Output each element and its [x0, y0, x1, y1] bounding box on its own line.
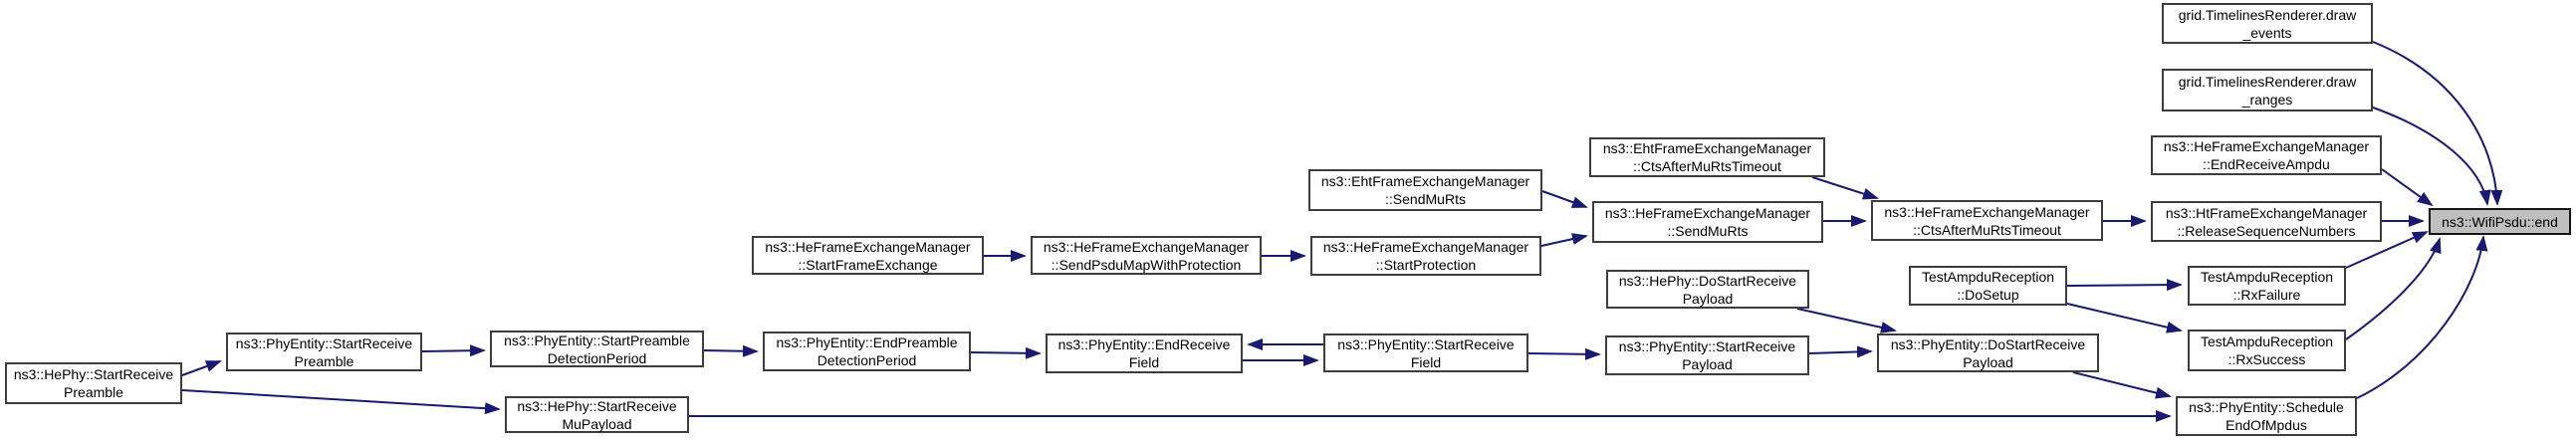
node-label: ::DoSetup — [1957, 287, 2019, 303]
node-label: ns3::PhyEntity::StartPreamble — [504, 332, 690, 348]
node-test-ampdu-reception-do-setup[interactable]: TestAmpduReception::DoSetup — [1909, 266, 2067, 306]
node-label: ::CtsAfterMuRtsTimeout — [1913, 221, 2061, 238]
node-label: ns3::HtFrameExchangeManager — [2165, 204, 2368, 221]
edge-group — [181, 41, 2503, 422]
node-label: TestAmpduReception — [1921, 269, 2055, 285]
node-label: _ranges — [2241, 91, 2293, 108]
node-label: ::SendPsduMapWithProtection — [1051, 256, 1242, 273]
edge-test-ampdu-reception-do-setup-to-test-ampdu-reception-rx-failure — [2066, 279, 2183, 292]
edge-phyentity-do-start-receive-payload-to-phyentity-schedule-end-of-mpdus — [2072, 371, 2172, 399]
node-label: Preamble — [294, 352, 354, 369]
node-label: ns3::HePhy::DoStartReceive — [1618, 272, 1797, 289]
node-label: ns3::PhyEntity::Schedule — [2189, 399, 2344, 415]
node-label: EndOfMpdus — [2225, 417, 2307, 433]
node-label: Field — [1410, 353, 1442, 370]
node-label: ns3::HeFrameExchangeManager — [1322, 239, 1529, 255]
node-ehtfem-send-mu-rts[interactable]: ns3::EhtFrameExchangeManager::SendMuRts — [1308, 169, 1542, 211]
edge-hephy-start-receive-preamble-to-phyentity-start-receive-preamble — [181, 360, 222, 376]
node-label: ns3::PhyEntity::StartReceive — [1337, 335, 1515, 352]
node-htfem-release-sequence-numbers[interactable]: ns3::HtFrameExchangeManager::ReleaseSequ… — [2151, 201, 2382, 242]
node-hefem-send-psdu-map-with-protection[interactable]: ns3::HeFrameExchangeManager::SendPsduMap… — [1031, 236, 1262, 275]
node-label: ::RxFailure — [2232, 287, 2301, 303]
node-label: ns3::HeFrameExchangeManager — [1043, 238, 1250, 255]
edge-grid-timelines-renderer-draw-ranges-to-wifi-psdu-end — [2372, 107, 2491, 206]
node-label: ns3::PhyEntity::StartReceive — [1618, 338, 1796, 354]
node-label: ::StartProtection — [1375, 257, 1477, 273]
node-label: Payload — [1682, 356, 1733, 372]
edge-hefem-end-receive-ampdu-to-wifi-psdu-end — [2381, 168, 2434, 207]
node-grid-timelines-renderer-draw-events[interactable]: grid.TimelinesRenderer.draw_events — [2162, 3, 2373, 44]
node-label: ns3::HeFrameExchangeManager — [1884, 203, 2090, 220]
node-label: Preamble — [64, 384, 123, 400]
node-label: Payload — [1682, 290, 1734, 307]
edge-test-ampdu-reception-do-setup-to-test-ampdu-reception-rx-success — [2066, 303, 2183, 333]
node-test-ampdu-reception-rx-success[interactable]: TestAmpduReception::RxSuccess — [2188, 330, 2346, 371]
edge-phyentity-end-preamble-detection-period-to-phyentity-end-receive-field — [970, 346, 1042, 359]
node-label: TestAmpduReception — [2200, 333, 2334, 349]
node-hefem-start-protection[interactable]: ns3::HeFrameExchangeManager::StartProtec… — [1310, 236, 1541, 276]
node-label: ns3::HePhy::StartReceive — [13, 366, 174, 382]
node-label: ::EndReceiveAmpdu — [2203, 156, 2330, 172]
node-label: ns3::PhyEntity::EndReceive — [1057, 336, 1231, 352]
edge-hefem-start-protection-to-hefem-send-mu-rts — [1540, 233, 1588, 247]
edge-ehtfem-send-mu-rts-to-hefem-send-mu-rts — [1541, 190, 1588, 208]
node-label: ::StartFrameExchange — [798, 256, 938, 273]
edge-hephy-do-start-receive-payload-to-phyentity-do-start-receive-payload — [1796, 308, 1897, 333]
node-label: ns3::HeFrameExchangeManager — [1604, 205, 1811, 221]
node-wifi-psdu-end: ns3::WifiPsdu::end — [2429, 208, 2571, 235]
node-label: MuPayload — [562, 415, 632, 432]
node-label: ::RxSuccess — [2227, 351, 2306, 367]
node-label: DetectionPeriod — [547, 349, 647, 366]
node-label: ::SendMuRts — [1667, 223, 1749, 239]
edge-hephy-start-receive-preamble-to-hephy-start-receive-mu-payload — [181, 389, 501, 415]
node-label: ns3::PhyEntity::DoStartReceive — [1890, 335, 2086, 352]
node-label: ns3::PhyEntity::StartReceive — [235, 334, 413, 351]
node-label: ::CtsAfterMuRtsTimeout — [1633, 158, 1781, 174]
node-label: _events — [2242, 24, 2292, 41]
node-test-ampdu-reception-rx-failure[interactable]: TestAmpduReception::RxFailure — [2188, 266, 2346, 306]
node-hefem-end-receive-ampdu[interactable]: ns3::HeFrameExchangeManager::EndReceiveA… — [2151, 135, 2382, 175]
edge-phyentity-start-receive-payload-to-phyentity-do-start-receive-payload — [1808, 345, 1873, 358]
edge-test-ampdu-reception-rx-failure-to-wifi-psdu-end — [2345, 231, 2429, 269]
node-label: ns3::HeFrameExchangeManager — [765, 238, 971, 255]
edge-ehtfem-cts-after-mu-rts-timeout-to-hefem-cts-after-mu-rts-timeout — [1811, 176, 1879, 200]
node-ehtfem-cts-after-mu-rts-timeout[interactable]: ns3::EhtFrameExchangeManager::CtsAfterMu… — [1589, 137, 1825, 177]
node-label: DetectionPeriod — [817, 352, 917, 368]
node-hefem-cts-after-mu-rts-timeout[interactable]: ns3::HeFrameExchangeManager::CtsAfterMuR… — [1871, 200, 2103, 241]
node-hefem-start-frame-exchange[interactable]: ns3::HeFrameExchangeManager::StartFrameE… — [752, 236, 984, 275]
edge-test-ampdu-reception-rx-success-to-wifi-psdu-end — [2345, 237, 2442, 340]
node-label: ::SendMuRts — [1385, 191, 1466, 207]
node-label: TestAmpduReception — [2200, 269, 2334, 285]
node-label: ns3::HePhy::StartReceive — [517, 397, 677, 414]
node-label: grid.TimelinesRenderer.draw — [2178, 73, 2357, 90]
node-label: ::ReleaseSequenceNumbers — [2177, 222, 2356, 239]
node-label: ns3::EhtFrameExchangeManager — [1320, 173, 1530, 189]
edge-phyentity-schedule-end-of-mpdus-to-wifi-psdu-end — [2356, 235, 2488, 399]
node-hefem-send-mu-rts[interactable]: ns3::HeFrameExchangeManager::SendMuRts — [1592, 201, 1823, 243]
edge-phyentity-start-receive-field-to-phyentity-start-receive-payload — [1527, 347, 1601, 360]
node-label: ns3::WifiPsdu::end — [2442, 213, 2558, 230]
node-label: ns3::PhyEntity::EndPreamble — [776, 334, 958, 350]
node-label: ns3::HeFrameExchangeManager — [2163, 138, 2370, 154]
edge-phyentity-start-receive-preamble-to-phyentity-start-preamble-detection-period — [421, 344, 486, 357]
edge-phyentity-start-preamble-detection-period-to-phyentity-end-preamble-detection-period — [703, 344, 759, 357]
node-grid-timelines-renderer-draw-ranges[interactable]: grid.TimelinesRenderer.draw_ranges — [2162, 69, 2373, 111]
node-label: ns3::EhtFrameExchangeManager — [1602, 140, 1812, 156]
node-label: Payload — [1963, 353, 2013, 370]
edge-grid-timelines-renderer-draw-events-to-wifi-psdu-end — [2372, 41, 2503, 206]
node-label: Field — [1128, 354, 1160, 370]
node-label: grid.TimelinesRenderer.draw — [2178, 6, 2357, 23]
